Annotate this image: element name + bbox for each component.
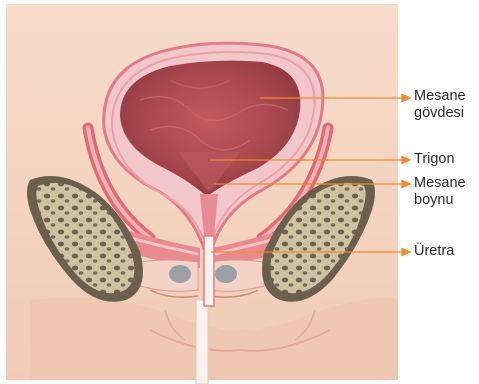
urethra-tube-lower xyxy=(196,300,208,384)
sphincter-left xyxy=(169,265,191,283)
label-bladder-neck-line2: boynu xyxy=(414,192,466,209)
label-bladder-neck-line1: Mesane xyxy=(414,175,466,192)
label-urethra-line1: Üretra xyxy=(414,243,454,260)
label-trigone-line1: Trigon xyxy=(414,151,455,168)
label-bladder-body: Mesane gövdesi xyxy=(414,88,466,122)
label-bladder-neck: Mesane boynu xyxy=(414,175,466,209)
label-bladder-body-line1: Mesane xyxy=(414,88,466,105)
urethra xyxy=(204,236,214,306)
label-trigone: Trigon xyxy=(414,151,455,168)
label-bladder-body-line2: gövdesi xyxy=(414,105,466,122)
sphincter-right xyxy=(215,265,237,283)
label-urethra: Üretra xyxy=(414,243,454,260)
